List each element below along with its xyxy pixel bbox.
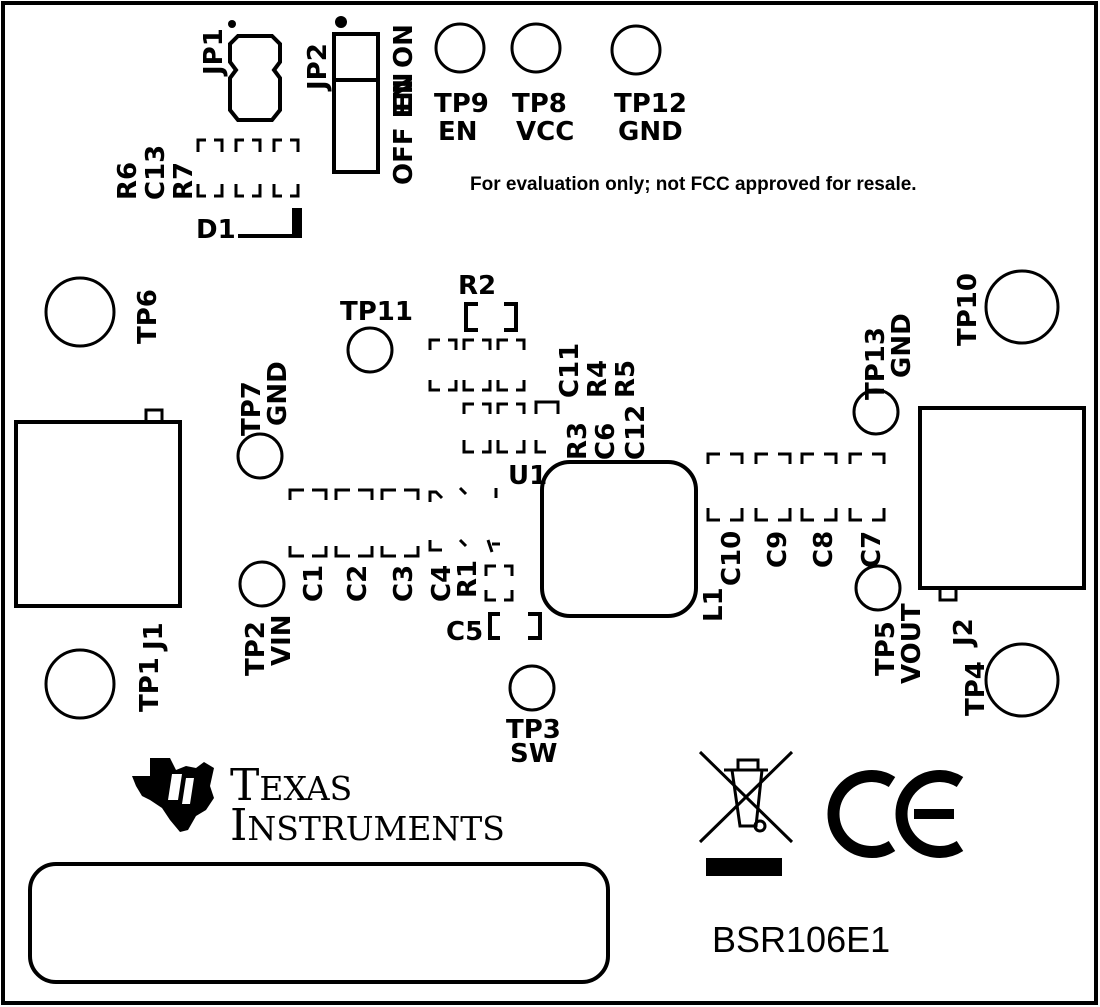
ti-line2: INSTRUMENTS	[230, 800, 505, 851]
tp9-ref: TP9	[434, 89, 489, 119]
r1-label: R1	[453, 560, 483, 598]
tp5-pad[interactable]	[854, 564, 902, 612]
c11-r4-r5-footprints	[428, 338, 526, 392]
tp9-net: EN	[438, 117, 478, 147]
tp13-pad[interactable]	[852, 388, 900, 436]
tp12-net: GND	[618, 117, 683, 147]
connector-j2[interactable]	[918, 406, 1086, 602]
r2-footprint	[464, 302, 518, 332]
serial-label-area	[28, 862, 610, 984]
tp1-ref: TP1	[135, 657, 165, 712]
tp5-net: VOUT	[897, 603, 927, 684]
r3-c6-c12-footprints	[462, 400, 560, 454]
tp11-ref: TP11	[340, 297, 413, 327]
j1-label: J1	[139, 622, 169, 652]
tp2-ref: TP2	[241, 621, 271, 676]
c8-label: C8	[809, 531, 839, 568]
jp1-label: JP1	[199, 28, 229, 77]
jumper-jp2[interactable]	[332, 16, 380, 174]
r5-label: R5	[611, 360, 641, 398]
l1-label: L1	[699, 587, 729, 622]
c5-label: C5	[446, 617, 483, 647]
tp11-pad[interactable]	[346, 326, 394, 374]
ce-mark-icon	[827, 770, 964, 858]
tp4-ref: TP4	[961, 661, 991, 716]
c2-label: C2	[343, 565, 373, 602]
tp6-pad[interactable]	[44, 276, 116, 348]
u1-inductor-body	[540, 460, 698, 618]
r2-label: R2	[458, 271, 496, 301]
tp8-net: VCC	[516, 117, 574, 147]
board-name: BSR106E1	[712, 919, 890, 960]
c12-label: C12	[621, 405, 651, 460]
r4-label: R4	[583, 360, 613, 398]
c10-label: C10	[717, 531, 747, 586]
tp4-pad[interactable]	[984, 642, 1060, 718]
tp13-ref: TP13	[861, 327, 891, 400]
tp10-pad[interactable]	[984, 269, 1060, 345]
tp7-ref: TP7	[237, 381, 267, 436]
c1-c4-footprints	[288, 488, 444, 558]
tp3-pad[interactable]	[508, 664, 556, 712]
jp2-off-en-label: OFF EN	[389, 79, 419, 185]
jp2-label: JP2	[303, 43, 333, 92]
tp3-ref: TP3	[506, 715, 561, 745]
tp10-ref: TP10	[953, 273, 983, 346]
c1-label: C1	[299, 565, 329, 602]
r6-c13-r7-footprints	[196, 138, 300, 198]
c7-label: C7	[857, 531, 887, 568]
r7-label: R7	[169, 162, 199, 200]
connector-j1[interactable]	[14, 408, 182, 608]
tp5-ref: TP5	[871, 621, 901, 676]
jp2-en-label: EN	[389, 72, 419, 112]
tp8-pad[interactable]	[510, 22, 562, 74]
c5-footprint	[488, 612, 542, 640]
tp7-net: GND	[263, 361, 293, 426]
tp2-net: VIN	[267, 614, 297, 666]
jp2-on-label: ON	[389, 24, 419, 68]
tp6-ref: TP6	[133, 289, 163, 344]
tp8-ref: TP8	[512, 89, 567, 119]
fcc-notice: For evaluation only; not FCC approved fo…	[470, 174, 917, 195]
r1-footprint	[484, 564, 514, 602]
ti-logo: TEXAS INSTRUMENTS	[132, 758, 505, 851]
tp9-pad[interactable]	[434, 22, 486, 74]
tp1-pad[interactable]	[44, 648, 116, 720]
c3-label: C3	[389, 565, 419, 602]
tp13-net: GND	[887, 313, 917, 378]
d1-label: D1	[196, 215, 236, 245]
c11-label: C11	[555, 343, 585, 398]
ti-line1: TEXAS	[230, 760, 352, 811]
r6-label: R6	[113, 162, 143, 200]
tp12-ref: TP12	[614, 89, 687, 119]
c7-c10-footprints	[706, 452, 886, 522]
tp12-pad[interactable]	[610, 24, 662, 76]
weee-bin-icon	[698, 750, 794, 876]
tp7-pad[interactable]	[236, 432, 284, 480]
tp2-pad[interactable]	[238, 560, 286, 608]
tp3-net: SW	[510, 739, 557, 769]
j2-label: J2	[949, 618, 979, 648]
c13-label: C13	[141, 145, 171, 200]
jumper-jp1[interactable]	[228, 20, 282, 122]
c9-label: C9	[763, 531, 793, 568]
r3-label: R3	[563, 422, 593, 460]
c6-label: C6	[591, 423, 621, 460]
c4-label: C4	[427, 565, 457, 602]
u1-footprint-marks	[458, 486, 500, 553]
